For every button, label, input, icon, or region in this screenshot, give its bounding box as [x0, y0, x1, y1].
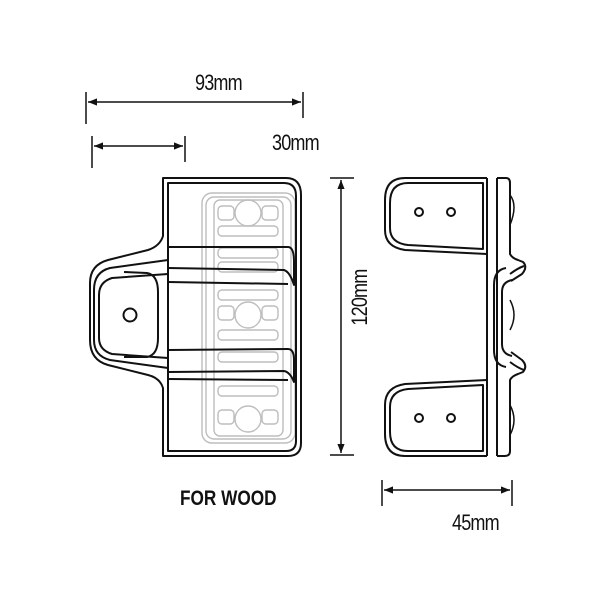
dimension-label-120mm: 120mm	[347, 269, 372, 326]
ghost-rail	[201, 192, 296, 444]
main-plate	[89, 177, 302, 457]
dimension-30mm	[91, 136, 186, 168]
front-view	[89, 177, 302, 457]
dimension-label-30mm: 30mm	[272, 130, 320, 155]
caption-for-wood: FOR WOOD	[180, 487, 277, 510]
fold-out-tab	[93, 246, 295, 383]
dimension-93mm	[85, 92, 304, 124]
dimension-45mm	[381, 480, 513, 506]
dimension-120mm	[330, 177, 354, 456]
dimension-label-45mm: 45mm	[452, 510, 500, 535]
dimension-label-93mm: 93mm	[195, 70, 243, 95]
side-view	[384, 177, 527, 457]
